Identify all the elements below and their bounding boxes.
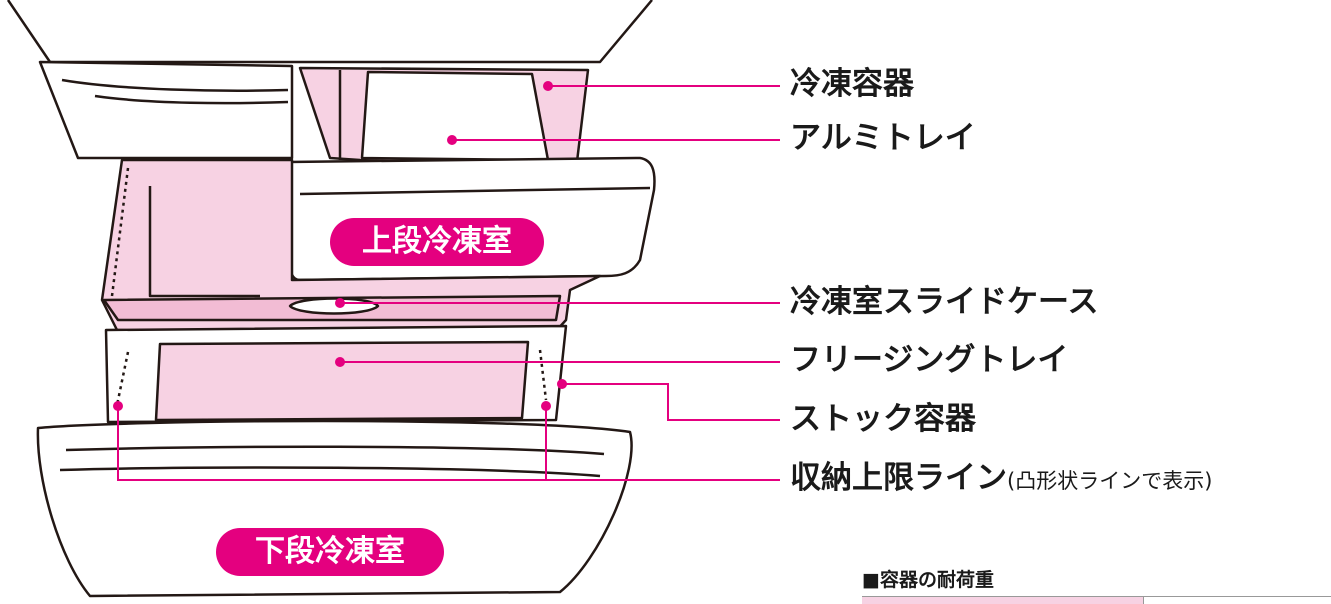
load-capacity-table [862, 596, 1331, 604]
dot-slide-case [335, 298, 345, 308]
storage-limit-note: (凸形状ラインで表示) [1007, 469, 1213, 493]
freezing-tray [154, 340, 530, 422]
table-header-cell [862, 597, 1144, 604]
upper-door-front [38, 60, 294, 160]
dot-aluminum-tray [447, 135, 457, 145]
dot-storage-limit-right [541, 401, 551, 411]
upper-freezer-label: 上段冷凍室 [330, 218, 544, 266]
leader-stock-container [562, 383, 780, 421]
label-aluminum-tray: アルミトレイ [790, 120, 976, 156]
dot-stock-container [557, 379, 567, 389]
leader-storage-limit [117, 406, 780, 481]
label-slide-case: 冷凍室スライドケース [790, 284, 1099, 320]
storage-limit-text: 収納上限ライン [790, 460, 1007, 496]
label-freezer-container: 冷凍容器 [790, 66, 914, 102]
dot-freezer-container [543, 81, 553, 91]
upper-door-body [6, 0, 653, 64]
load-capacity-title: ■容器の耐荷重 [862, 569, 994, 591]
lower-drawer-front [36, 419, 633, 598]
lower-freezer-label: 下段冷凍室 [216, 528, 444, 576]
label-freezing-tray: フリージングトレイ [790, 342, 1069, 378]
label-storage-limit: 収納上限ライン(凸形状ラインで表示) [790, 463, 1212, 494]
dot-storage-limit-left [113, 401, 123, 411]
label-stock-container: ストック容器 [790, 401, 976, 437]
dot-freezing-tray [335, 357, 345, 367]
